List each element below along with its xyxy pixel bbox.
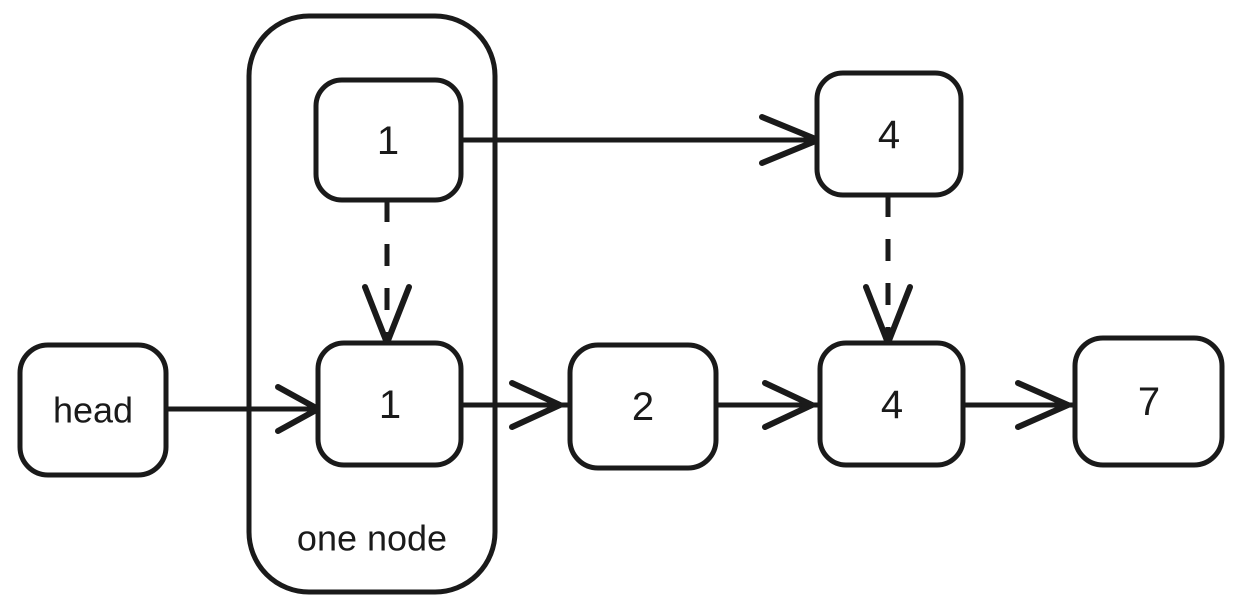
node-bottom-2[interactable]: 2 [567, 342, 719, 471]
node-bottom-7-label: 7 [1138, 380, 1160, 424]
edge-bot4-to-bot7 [963, 380, 1076, 430]
node-bottom-4-box[interactable] [817, 340, 966, 468]
node-top-4[interactable]: 4 [814, 70, 964, 198]
node-top-1[interactable]: 1 [313, 77, 464, 203]
node-bottom-1-label: 1 [379, 383, 401, 427]
edge-bot2-to-bot4 [716, 380, 820, 430]
edge-bot4-to-bot7-arrowhead [1015, 380, 1076, 430]
node-bottom-1-box[interactable] [315, 340, 464, 468]
node-bottom-4[interactable]: 4 [817, 340, 966, 468]
node-head-box[interactable] [17, 342, 169, 478]
edge-bot1-to-bot2 [461, 380, 570, 430]
edge-bot1-to-bot2-arrowhead [509, 380, 568, 430]
node-bottom-7[interactable]: 7 [1072, 335, 1225, 468]
node-bottom-2-label: 2 [632, 385, 654, 429]
node-top-1-box[interactable] [313, 77, 464, 203]
edge-top1-to-top4 [462, 114, 826, 166]
node-bottom-1[interactable]: 1 [315, 340, 464, 468]
node-head[interactable]: head [17, 342, 169, 478]
node-bottom-7-box[interactable] [1072, 335, 1225, 468]
group-one-node: one node [246, 13, 498, 595]
node-top-4-box[interactable] [814, 70, 964, 198]
node-top-4-label: 4 [878, 113, 900, 157]
node-head-label: head [53, 390, 133, 431]
group-one-node-border [246, 13, 498, 595]
node-top-1-label: 1 [377, 119, 399, 163]
edge-top1-to-bot1 [362, 200, 412, 352]
edge-head-to-bot1 [166, 384, 325, 434]
edge-bot2-to-bot4-arrowhead [762, 380, 820, 430]
group-one-node-label: one node [297, 518, 447, 559]
node-bottom-4-label: 4 [881, 383, 903, 427]
edge-top4-to-bot4 [863, 195, 913, 352]
node-bottom-2-box[interactable] [567, 342, 719, 471]
